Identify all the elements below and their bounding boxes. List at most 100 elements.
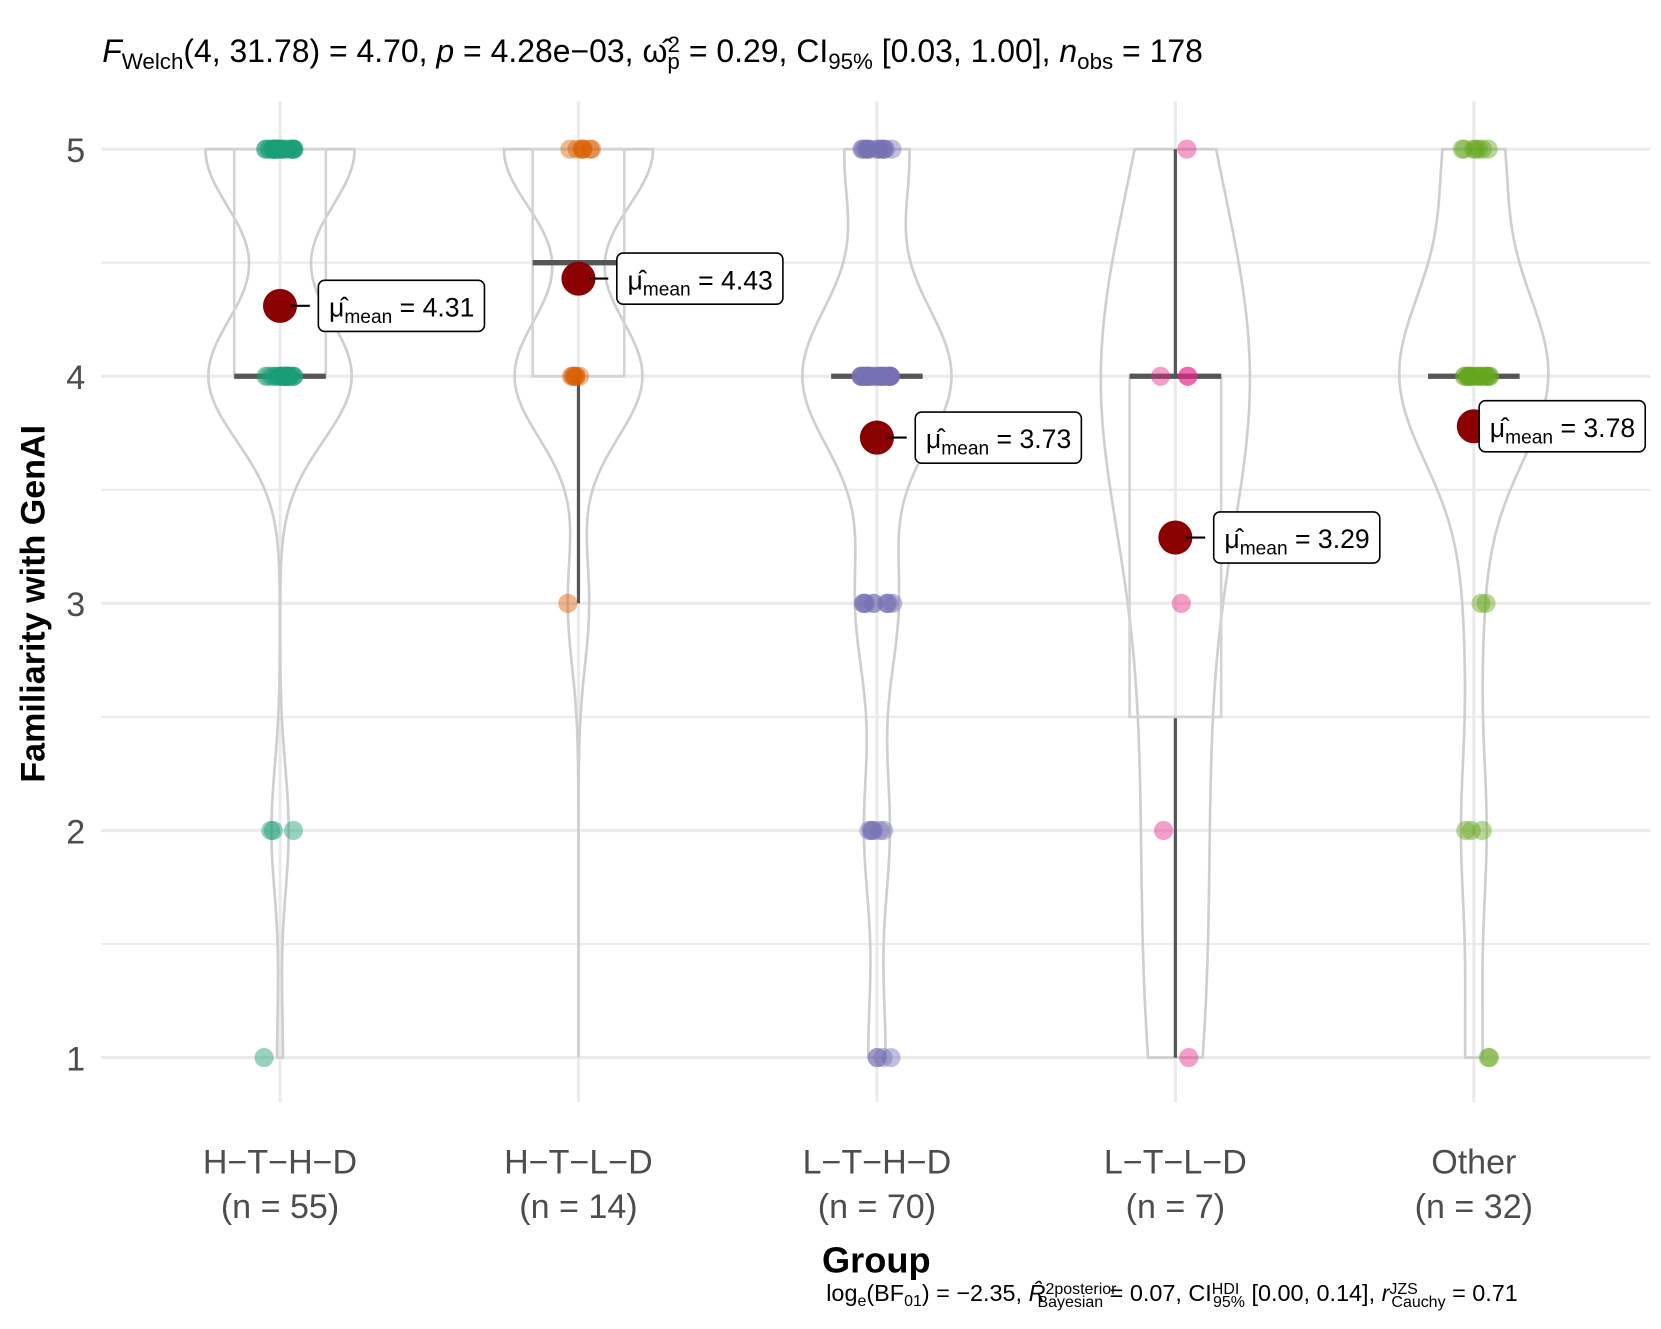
data-point [580, 139, 600, 159]
data-point [873, 139, 893, 159]
data-point [565, 366, 586, 386]
data-point [1468, 366, 1488, 386]
data-point [283, 139, 303, 159]
data-point [1464, 139, 1484, 159]
data-point [858, 366, 878, 386]
data-point [861, 820, 882, 841]
x-tick-label: L−T−L−D [1104, 1143, 1247, 1181]
violin [801, 147, 953, 1059]
data-point [852, 139, 872, 159]
data-point [1455, 366, 1475, 386]
data-point [1476, 366, 1496, 386]
data-point [1150, 366, 1171, 386]
data-point [880, 366, 900, 386]
data-point [276, 366, 296, 386]
x-tick-count-label: (n = 55) [221, 1188, 339, 1226]
data-point [271, 366, 291, 386]
mean-label-box [1478, 399, 1647, 453]
data-point [1471, 366, 1491, 386]
data-point [1479, 1048, 1500, 1068]
y-tick-label: 4 [66, 359, 85, 397]
data-point [865, 366, 886, 386]
data-point [1478, 139, 1498, 159]
data-point [880, 366, 901, 386]
y-tick-label: 2 [66, 813, 85, 851]
violin [1099, 147, 1252, 1059]
data-point [883, 593, 903, 613]
data-point [567, 139, 587, 159]
data-point [270, 139, 290, 159]
x-axis-label: Group [822, 1239, 931, 1280]
data-point [873, 820, 894, 841]
data-point [875, 139, 896, 159]
data-point [558, 593, 578, 613]
data-point [280, 366, 300, 386]
data-point [851, 366, 871, 386]
data-point [272, 366, 293, 386]
data-point [1468, 366, 1488, 386]
data-point [560, 139, 580, 159]
data-point [855, 366, 875, 386]
data-point [853, 593, 873, 613]
x-tick-count-label: (n = 70) [818, 1188, 936, 1226]
data-point [853, 593, 873, 613]
data-point [873, 366, 893, 386]
data-point [862, 820, 882, 841]
data-point [569, 366, 590, 386]
data-point [270, 139, 291, 159]
data-point [276, 366, 296, 386]
data-point [283, 139, 304, 159]
x-tick-label: H−T−L−D [504, 1143, 653, 1181]
data-point [282, 139, 302, 159]
data-point [859, 366, 879, 386]
data-point [859, 820, 879, 841]
data-point [1171, 593, 1191, 613]
mean-point [262, 288, 298, 323]
data-point [1471, 593, 1491, 613]
data-point [277, 366, 297, 386]
data-point [880, 366, 900, 386]
data-point [265, 366, 285, 386]
data-point [284, 139, 304, 159]
mean-label-box [914, 411, 1083, 464]
data-point [876, 593, 896, 613]
data-point [256, 139, 276, 159]
data-point [867, 1048, 887, 1068]
data-point [858, 366, 879, 386]
data-point [855, 366, 875, 386]
data-point [263, 139, 284, 159]
data-point [1460, 366, 1481, 386]
mean-label-box [317, 279, 486, 333]
data-point [875, 366, 895, 386]
y-tick-label: 3 [66, 586, 85, 624]
data-point [881, 1048, 901, 1068]
data-point [566, 366, 586, 386]
mean-point [1158, 520, 1193, 555]
data-point [261, 820, 281, 841]
data-point [1472, 820, 1492, 841]
data-point [272, 139, 292, 159]
data-point [879, 366, 899, 386]
mean-label: μ̂mean = 4.43 [627, 265, 772, 300]
data-point [581, 139, 602, 159]
data-point [879, 366, 899, 386]
data-point [1466, 366, 1486, 386]
data-point [267, 139, 288, 159]
data-point [871, 366, 891, 386]
data-point [864, 820, 884, 841]
data-point [1476, 593, 1496, 613]
y-tick-label: 5 [66, 132, 85, 170]
data-point [1178, 366, 1198, 386]
data-point [1466, 139, 1486, 159]
data-point [858, 139, 878, 159]
data-point [875, 366, 895, 386]
data-point [277, 139, 297, 159]
data-point [276, 366, 296, 386]
data-point [283, 139, 303, 159]
data-point [572, 139, 592, 159]
data-point [1454, 139, 1474, 159]
x-tick-label: L−T−H−D [803, 1143, 952, 1181]
x-tick-label: H−T−H−D [203, 1143, 357, 1181]
data-point [867, 366, 887, 386]
